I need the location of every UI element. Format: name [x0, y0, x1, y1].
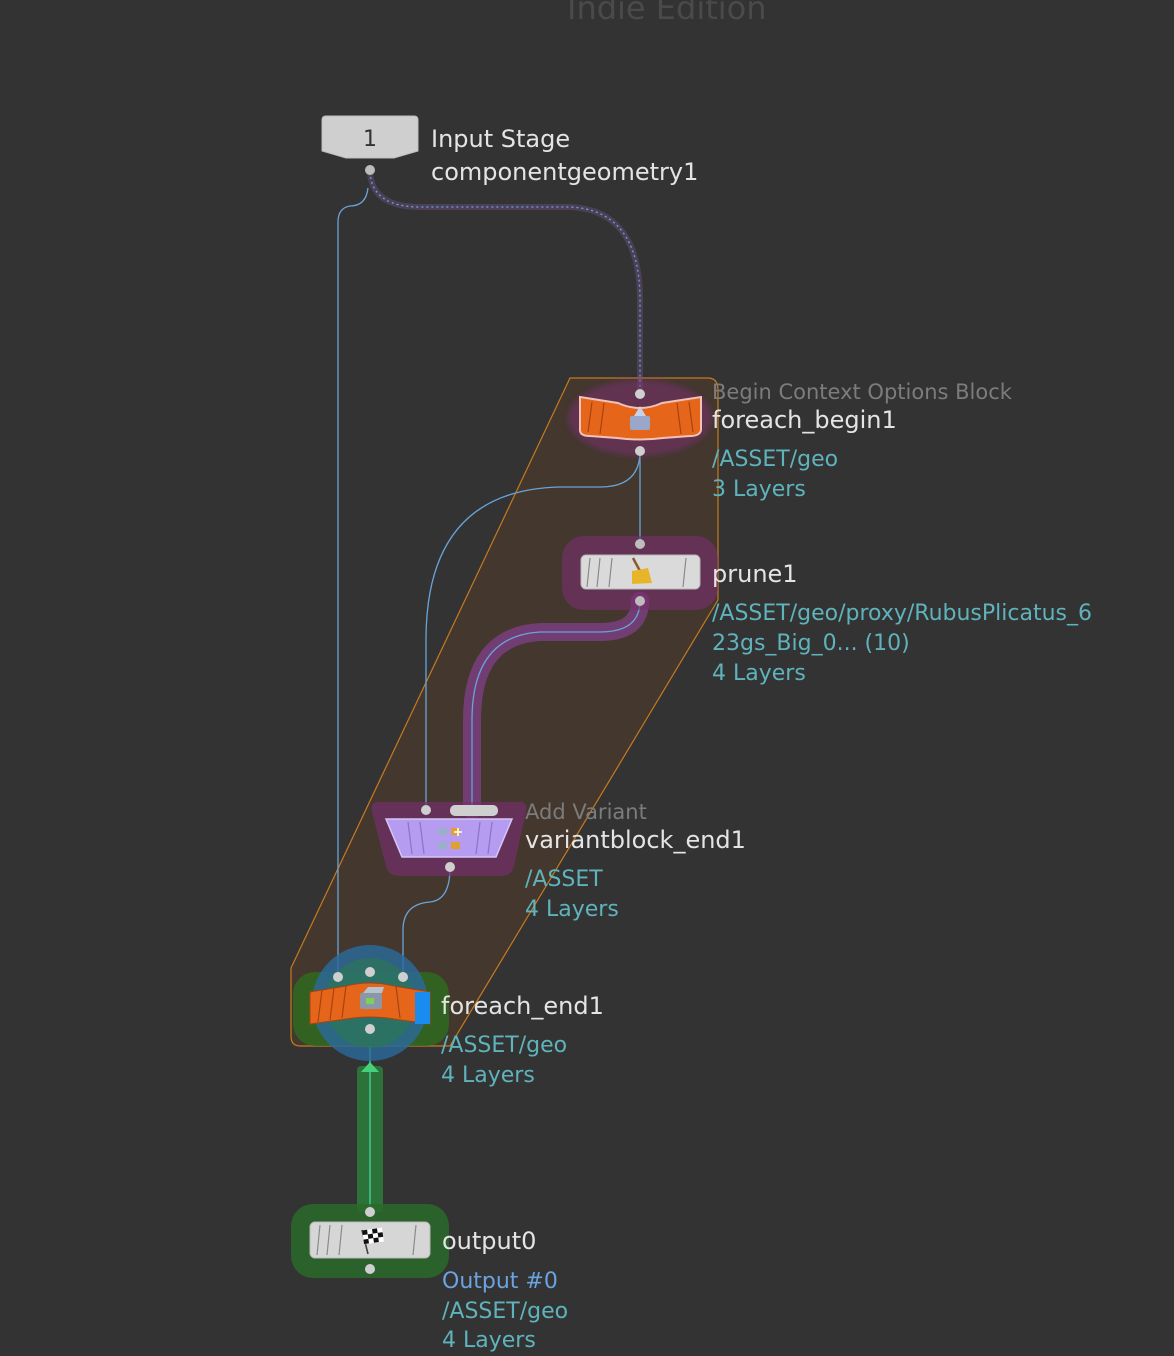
foreach-end1-name[interactable]: foreach_end1: [441, 992, 604, 1020]
input-stage-title: Input Stage: [431, 125, 571, 153]
variantblock-end1-input-a[interactable]: [421, 805, 431, 815]
edition-watermark: Indie Edition: [567, 0, 767, 27]
wire-input-to-foreach-begin: [367, 171, 643, 393]
output0-path: /ASSET/geo: [442, 1299, 569, 1324]
output0-output[interactable]: [365, 1264, 375, 1274]
output0-output-index: Output #0: [442, 1269, 558, 1294]
prune1-layers: 4 Layers: [712, 661, 806, 686]
prune1-path-line1: /ASSET/geo/proxy/RubusPlicatus_6: [712, 601, 1092, 626]
foreach-loop-block: [290, 377, 719, 1047]
variantblock-end1-input-b[interactable]: [450, 805, 498, 816]
variantblock-end1-path: /ASSET: [525, 867, 603, 892]
foreach-begin1-output[interactable]: [635, 446, 645, 456]
foreach-end1-input-b[interactable]: [365, 967, 375, 977]
wire-input-to-foreach-end: [337, 187, 369, 976]
foreach-end1-output[interactable]: [365, 1024, 375, 1034]
variantblock-end1-hint: Add Variant: [525, 800, 647, 824]
output0-input[interactable]: [365, 1207, 375, 1217]
add-variant-icon: [438, 828, 462, 849]
wires: [337, 171, 649, 1212]
foreach-end1-display-flag[interactable]: [415, 992, 430, 1024]
output0-name[interactable]: output0: [442, 1227, 537, 1255]
prune1-output[interactable]: [635, 596, 645, 606]
foreach-begin1-layers: 3 Layers: [712, 477, 806, 502]
variantblock-end1-output[interactable]: [445, 862, 455, 872]
foreach-begin1-path: /ASSET/geo: [712, 447, 839, 472]
output0-node[interactable]: [291, 1204, 449, 1278]
foreach-begin1-hint: Begin Context Options Block: [712, 380, 1012, 404]
input-stage-node[interactable]: 1: [321, 115, 419, 175]
input-stage-node-name[interactable]: componentgeometry1: [431, 158, 699, 186]
foreach-begin1-input[interactable]: [635, 389, 645, 399]
wire-foreach-begin-to-variant: [425, 450, 641, 810]
input-stage-number: 1: [363, 127, 377, 152]
foreach-end1-node[interactable]: [293, 945, 449, 1061]
variantblock-end1-node[interactable]: [371, 802, 527, 876]
input-stage-output-connector[interactable]: [365, 165, 375, 175]
context-options-icon: [630, 406, 650, 430]
wire-variant-to-foreach-end: [402, 867, 451, 976]
prune1-name[interactable]: prune1: [712, 560, 798, 588]
foreach-end1-layers: 4 Layers: [441, 1063, 535, 1088]
variantblock-end1-layers: 4 Layers: [525, 897, 619, 922]
foreach-end1-input-a[interactable]: [333, 972, 343, 982]
prune1-path-line2: 23gs_Big_0... (10): [712, 631, 910, 656]
foreach-begin1-name[interactable]: foreach_begin1: [712, 406, 897, 434]
prune1-node[interactable]: [562, 536, 718, 610]
output0-layers: 4 Layers: [442, 1328, 536, 1353]
foreach-end1-input-c[interactable]: [398, 972, 408, 982]
broom-icon: [631, 557, 652, 584]
prune1-input[interactable]: [635, 539, 645, 549]
foreach-begin1-node[interactable]: [568, 380, 712, 456]
checkered-flag-icon: [361, 1227, 384, 1255]
variantblock-end1-name[interactable]: variantblock_end1: [525, 826, 746, 854]
foreach-end1-path: /ASSET/geo: [441, 1033, 568, 1058]
cube-icon: [360, 987, 384, 1009]
